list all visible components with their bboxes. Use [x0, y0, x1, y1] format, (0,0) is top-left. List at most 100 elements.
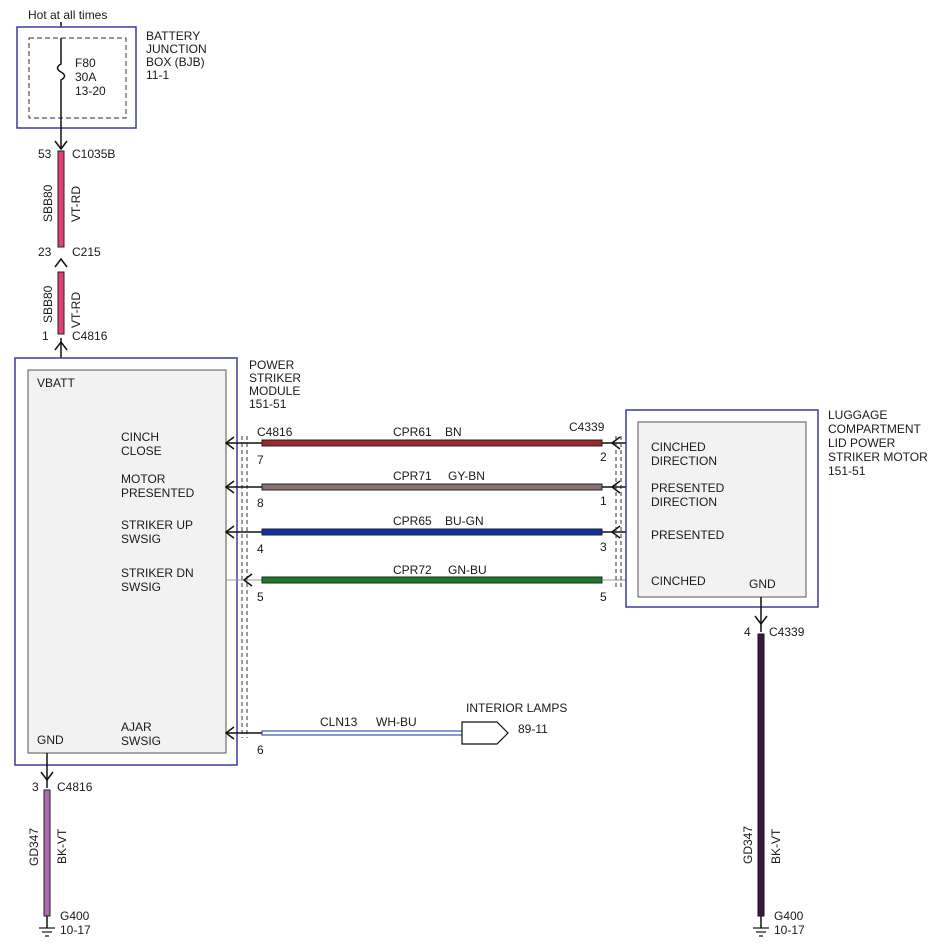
wire-cpr72 — [226, 573, 638, 587]
c1035b-connector-icon — [54, 140, 68, 151]
c215-label: C215 — [72, 245, 101, 259]
wire-sbb80-segment-2 — [57, 271, 65, 335]
bjb-title-2: JUNCTION — [146, 42, 207, 56]
wire-cpr65-color: BU-GN — [445, 514, 484, 528]
psm-vbatt: VBATT — [37, 376, 75, 390]
interior-lamps-ref: 89-11 — [518, 722, 548, 736]
wire-sbb80-color-1: VT-RD — [69, 186, 83, 222]
psm-gnd: GND — [37, 733, 64, 747]
motor-title-4: STRIKER MOTOR — [828, 450, 928, 464]
wire-sbb80-color-2: VT-RD — [69, 292, 83, 328]
wire-cpr61-right-pin: 2 — [600, 450, 607, 464]
interior-lamps-connector-icon — [461, 721, 509, 745]
motor-signal-presented: PRESENTED — [651, 528, 725, 542]
ground-left-ref: 10-17 — [60, 923, 91, 937]
ground-left-color: BK-VT — [55, 828, 69, 864]
motor-signal-presented-dir-1: PRESENTED — [651, 481, 725, 495]
bjb-title-3: BOX (BJB) — [146, 55, 205, 69]
wire-cpr61-left-pin: 7 — [257, 453, 264, 467]
fuse-id: F80 — [75, 56, 96, 70]
ground-left-id: G400 — [60, 909, 90, 923]
psm-title-2: STRIKER — [249, 371, 301, 385]
wire-sbb80-segment-1 — [57, 150, 65, 248]
c1035b-label: C1035B — [72, 147, 115, 161]
wire-sbb80-circuit-1: SBB80 — [41, 184, 55, 222]
wire-cln13-circuit: CLN13 — [320, 715, 358, 729]
fuse-ref: 13-20 — [75, 84, 106, 98]
wire-cpr65-left-pin: 4 — [257, 542, 264, 556]
c4816-pin-1: 1 — [42, 329, 49, 343]
psm-title-1: POWER — [249, 358, 295, 372]
ground-right-icon — [753, 927, 769, 937]
wire-cpr71-left-pin: 8 — [257, 496, 264, 510]
wire-cpr71-right-pin: 1 — [600, 494, 607, 508]
ground-right-pin: 4 — [744, 625, 751, 639]
psm-signal-motor-2: PRESENTED — [121, 486, 195, 500]
psm-signal-dn-1: STRIKER DN — [121, 566, 194, 580]
c4816-label-top: C4816 — [72, 329, 108, 343]
wire-cln13 — [224, 721, 509, 745]
motor-inner-box — [637, 421, 807, 598]
wire-gd347-right — [757, 633, 765, 917]
hot-label: Hot at all times — [28, 8, 107, 22]
motor-gnd: GND — [749, 577, 776, 591]
wire-cln13-pin: 6 — [257, 743, 264, 757]
psm-signal-up-2: SWSIG — [121, 532, 161, 546]
psm-title-3: MODULE — [249, 384, 300, 398]
wire-sbb80-circuit-2: SBB80 — [41, 285, 55, 323]
bjb-box — [16, 26, 137, 129]
wire-gd347-left — [43, 789, 51, 917]
c215-pin: 23 — [38, 245, 52, 259]
ground-right-id: G400 — [774, 909, 804, 923]
fuse-dashed-box — [28, 37, 127, 119]
ground-left-icon — [39, 927, 55, 937]
wire-cln13-color: WH-BU — [376, 715, 417, 729]
fuse-rating: 30A — [75, 70, 96, 84]
psm-inner-box — [27, 369, 227, 754]
motor-title-1: LUGGAGE — [828, 408, 887, 422]
wire-cpr72-circuit: CPR72 — [393, 563, 432, 577]
interior-lamps-label: INTERIOR LAMPS — [466, 701, 567, 715]
c215-connector-icon — [54, 257, 68, 268]
c4816-bottom-connector-icon — [40, 771, 54, 782]
wire-cpr72-left-pin: 5 — [257, 590, 264, 604]
motor-signal-cinched-dir-2: DIRECTION — [651, 454, 717, 468]
wire-cpr71 — [224, 480, 638, 494]
psm-signal-cinch-2: CLOSE — [121, 444, 162, 458]
psm-signal-dn-2: SWSIG — [121, 580, 161, 594]
ground-left-connector: C4816 — [57, 780, 93, 794]
motor-title-3: LID POWER — [828, 436, 896, 450]
connector-left-label: C4816 — [257, 425, 293, 439]
psm-signal-up-1: STRIKER UP — [121, 518, 193, 532]
motor-title-5: 151-51 — [828, 464, 866, 478]
c4339-bottom-connector-icon — [754, 615, 768, 626]
bjb-title-1: BATTERY — [146, 29, 200, 43]
psm-signal-ajar-1: AJAR — [121, 720, 152, 734]
motor-signal-cinched-dir-1: CINCHED — [651, 440, 706, 454]
psm-signal-motor-1: MOTOR — [121, 472, 166, 486]
wire-cpr72-right-pin: 5 — [600, 590, 607, 604]
ground-right-color: BK-VT — [769, 828, 783, 864]
connector-right-label: C4339 — [569, 420, 605, 434]
ground-right-ref: 10-17 — [774, 923, 805, 937]
wire-cpr71-color: GY-BN — [448, 469, 485, 483]
psm-signal-cinch-1: CINCH — [121, 430, 159, 444]
wire-cpr61-circuit: CPR61 — [393, 425, 432, 439]
wire-cpr61-color: BN — [445, 425, 462, 439]
wire-cpr65 — [224, 525, 638, 539]
wire-cpr71-circuit: CPR71 — [393, 469, 432, 483]
motor-signal-cinched: CINCHED — [651, 574, 706, 588]
c1035b-pin: 53 — [38, 147, 52, 161]
psm-signal-ajar-2: SWSIG — [121, 734, 161, 748]
wire-cpr65-circuit: CPR65 — [393, 514, 432, 528]
psm-title-4: 151-51 — [249, 397, 287, 411]
ground-right-connector: C4339 — [769, 625, 805, 639]
ground-left-pin: 3 — [32, 780, 39, 794]
fuse-symbol — [56, 38, 66, 128]
ground-right-circuit: GD347 — [741, 826, 755, 864]
wire-cpr72-color: GN-BU — [448, 563, 487, 577]
ground-left-circuit: GD347 — [27, 828, 41, 866]
motor-signal-presented-dir-2: DIRECTION — [651, 495, 717, 509]
motor-title-2: COMPARTMENT — [828, 422, 922, 436]
